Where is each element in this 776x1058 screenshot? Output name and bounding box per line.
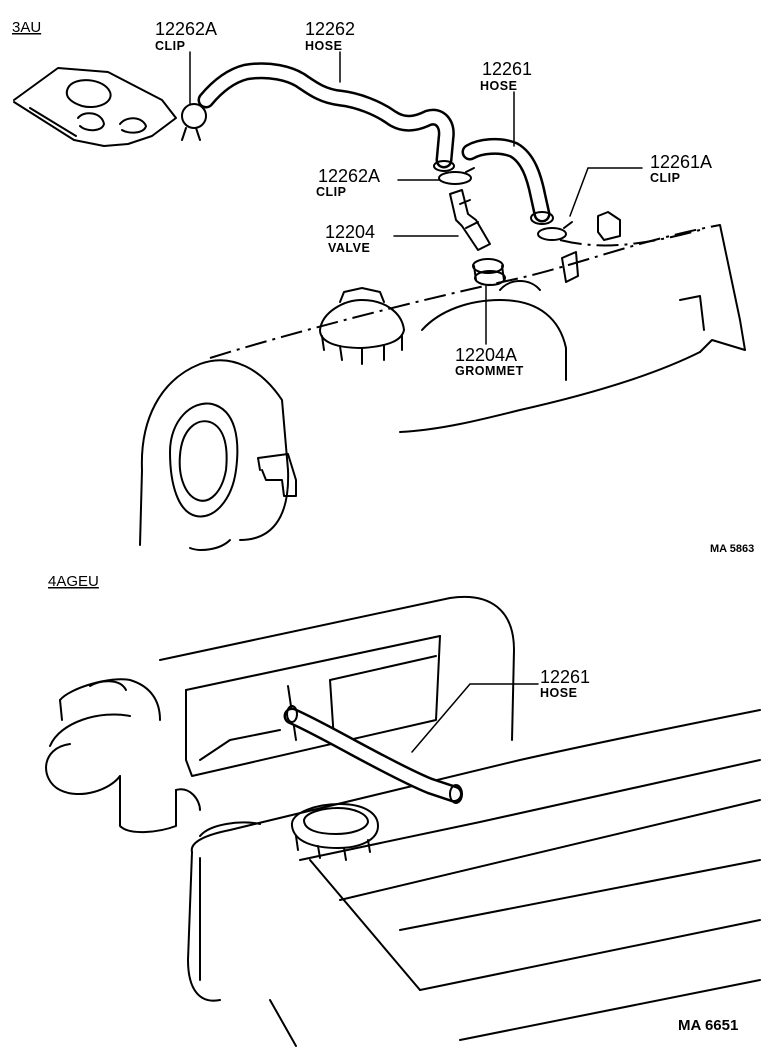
callout-name-hose: HOSE bbox=[540, 686, 577, 700]
valve-12204-shape bbox=[449, 189, 491, 251]
callout-name-clip: CLIP bbox=[316, 185, 346, 199]
callout-number-12204: 12204 bbox=[325, 222, 375, 242]
figure-code-top: MA 5863 bbox=[710, 543, 754, 555]
callout-number-12261: 12261 bbox=[482, 59, 532, 79]
section-label-4ageu: 4AGEU bbox=[48, 573, 99, 590]
callout-number-12262a: 12262A bbox=[155, 19, 217, 39]
clip-12261a-shape bbox=[537, 227, 567, 241]
hose-12261-top-shape bbox=[461, 137, 554, 225]
leader-line-bottom bbox=[411, 683, 539, 753]
engine-4ageu-drawing bbox=[45, 595, 761, 1047]
callout-name-clip: CLIP bbox=[650, 171, 680, 185]
callout-name-valve: VALVE bbox=[328, 241, 370, 255]
engine-3au-drawing bbox=[13, 67, 746, 551]
hose-12262-shape bbox=[197, 62, 455, 172]
callout-name-grommet: GROMMET bbox=[455, 364, 524, 378]
callout-number-12204a: 12204A bbox=[455, 345, 517, 365]
clip-12262a-mid-shape bbox=[438, 171, 472, 185]
callout-name-clip: CLIP bbox=[155, 39, 185, 53]
callout-number-12262: 12262 bbox=[305, 19, 355, 39]
callout-number-12262a-mid: 12262A bbox=[318, 166, 380, 186]
grommet-12204a-shape bbox=[472, 258, 506, 286]
callout-number-12261a: 12261A bbox=[650, 152, 712, 172]
figure-code-bottom: MA 6651 bbox=[678, 1017, 738, 1034]
section-label-3au: 3AU bbox=[12, 19, 41, 36]
callout-number-12261-bottom: 12261 bbox=[540, 667, 590, 687]
callout-name-hose: HOSE bbox=[305, 39, 342, 53]
hose-12261-bottom-shape bbox=[283, 705, 463, 804]
callout-name-hose: HOSE bbox=[480, 79, 517, 93]
leader-lines-top bbox=[189, 51, 643, 345]
